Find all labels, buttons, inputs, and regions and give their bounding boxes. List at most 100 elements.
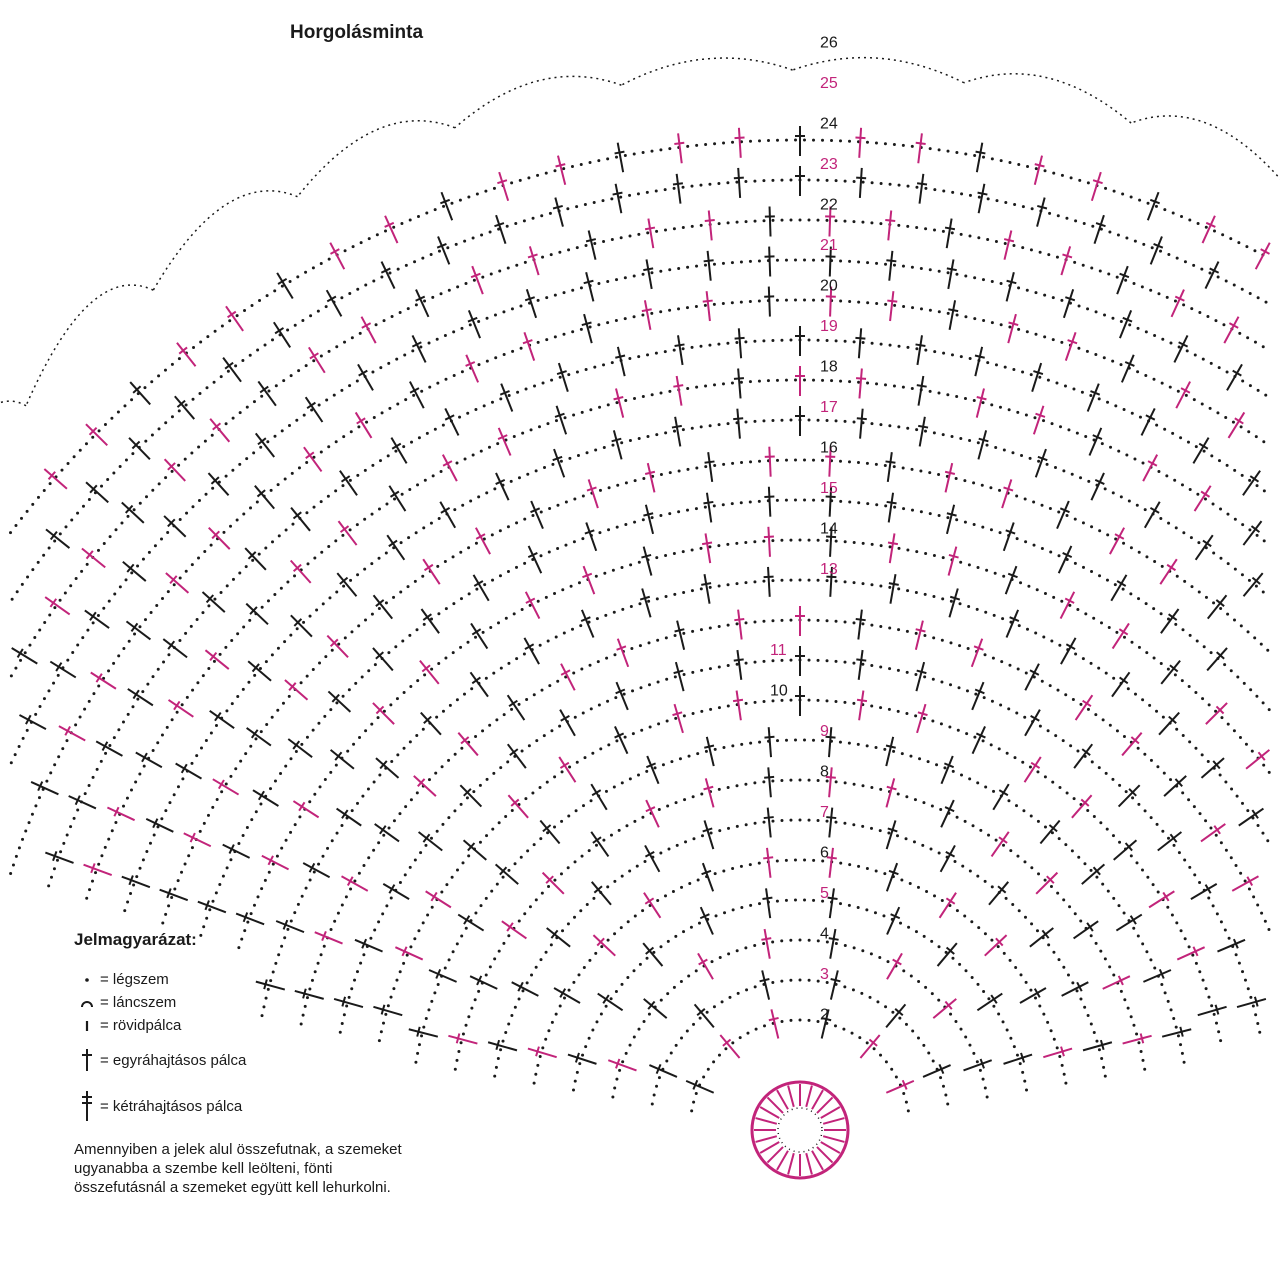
chain-dot: [1005, 1028, 1009, 1032]
chain-dot: [415, 733, 419, 737]
chain-dot: [1034, 631, 1038, 635]
row-label: 8: [820, 764, 829, 781]
stitch-crossbar: [763, 816, 774, 820]
chain-dot: [1207, 896, 1211, 900]
chain-dot: [271, 970, 275, 974]
chain-dot: [1266, 648, 1270, 652]
stitch-post: [1062, 288, 1075, 319]
chain-dot: [249, 912, 253, 916]
chain-dot: [941, 556, 945, 560]
stitch-crossbar: [380, 1004, 386, 1015]
stitch-post: [768, 246, 772, 277]
chain-dot: [601, 199, 605, 203]
chain-dot: [1021, 246, 1025, 250]
chain-dot: [265, 722, 269, 726]
chain-dot: [843, 540, 847, 544]
chain-dot: [1197, 590, 1201, 594]
chain-dot: [150, 433, 154, 437]
chain-dot: [328, 596, 332, 600]
chain-dot: [1062, 1072, 1066, 1076]
chain-dot: [47, 884, 51, 888]
stitch-post: [1088, 427, 1103, 456]
chain-dot: [731, 1041, 735, 1045]
stitch-post: [380, 261, 396, 290]
chain-dot: [190, 846, 194, 850]
stitch-post: [559, 709, 576, 737]
chain-dot: [753, 580, 757, 584]
chain-dot: [931, 1059, 935, 1063]
chain-dot: [173, 887, 177, 891]
stitch-post: [539, 819, 561, 845]
chain-dot: [319, 354, 323, 358]
chain-dot: [566, 207, 570, 211]
stitch-crossbar: [535, 1046, 540, 1057]
chain-dot: [897, 628, 901, 632]
chain-dot: [279, 586, 283, 590]
chain-dot: [807, 578, 811, 582]
chain-dot: [1055, 381, 1059, 385]
chain-dot: [423, 299, 427, 303]
stitch-post: [225, 305, 244, 332]
chain-dot: [493, 487, 497, 491]
chain-dot: [1100, 621, 1104, 625]
stitch-crossbar: [389, 490, 400, 498]
chain-dot: [312, 359, 316, 363]
stitch-post: [1039, 819, 1061, 845]
chain-dot: [134, 780, 138, 784]
chain-dot: [875, 261, 879, 265]
chain-dot: [1128, 323, 1132, 327]
chain-dot: [562, 291, 566, 295]
scallop-edge: [152, 190, 298, 291]
chain-dot: [548, 507, 552, 511]
chain-dot: [879, 222, 883, 226]
chain-dot: [789, 618, 793, 622]
chain-dot: [447, 758, 451, 762]
chain-dot: [1008, 325, 1012, 329]
center-stitch: [755, 1117, 778, 1125]
chain-dot: [1086, 1014, 1090, 1018]
chain-dot: [1034, 167, 1038, 171]
stitch-crossbar: [644, 897, 655, 905]
chain-dot: [922, 716, 926, 720]
stitch-post: [290, 506, 311, 532]
chain-dot: [1094, 941, 1098, 945]
chain-dot: [350, 987, 354, 991]
chain-dot: [1232, 283, 1236, 287]
chain-dot: [690, 1109, 694, 1113]
center-stitch: [811, 1089, 824, 1110]
chain-dot: [939, 808, 943, 812]
chain-dot: [520, 608, 524, 612]
chain-dot: [362, 863, 366, 867]
chain-dot: [597, 703, 601, 707]
chain-dot: [726, 341, 730, 345]
stitch-post: [384, 215, 399, 244]
chain-dot: [59, 850, 63, 854]
stitch-post: [444, 408, 460, 436]
chain-dot: [1065, 216, 1069, 220]
chain-dot: [348, 478, 352, 482]
stitch-post: [885, 778, 896, 808]
stitch-crossbar: [945, 946, 955, 955]
chain-dot: [1119, 495, 1123, 499]
stitch-post: [1081, 863, 1106, 885]
chain-dot: [843, 700, 847, 704]
stitch-post: [768, 446, 772, 477]
chain-dot: [940, 899, 944, 903]
stitch-post: [975, 388, 985, 418]
chain-dot: [690, 426, 694, 430]
chain-dot: [753, 700, 757, 704]
stitch-post: [1019, 987, 1047, 1004]
chain-dot: [423, 673, 427, 677]
chain-dot: [1029, 248, 1033, 252]
chain-dot: [904, 1100, 908, 1104]
chain-dot: [940, 680, 944, 684]
chain-dot: [1089, 868, 1093, 872]
chain-dot: [510, 808, 514, 812]
chain-dot: [1062, 898, 1066, 902]
chain-dot: [30, 812, 34, 816]
stitch-crossbar: [733, 377, 745, 380]
chain-dot: [87, 497, 91, 501]
chain-dot: [559, 872, 563, 876]
chain-dot: [152, 833, 156, 837]
chain-dot: [964, 274, 968, 278]
